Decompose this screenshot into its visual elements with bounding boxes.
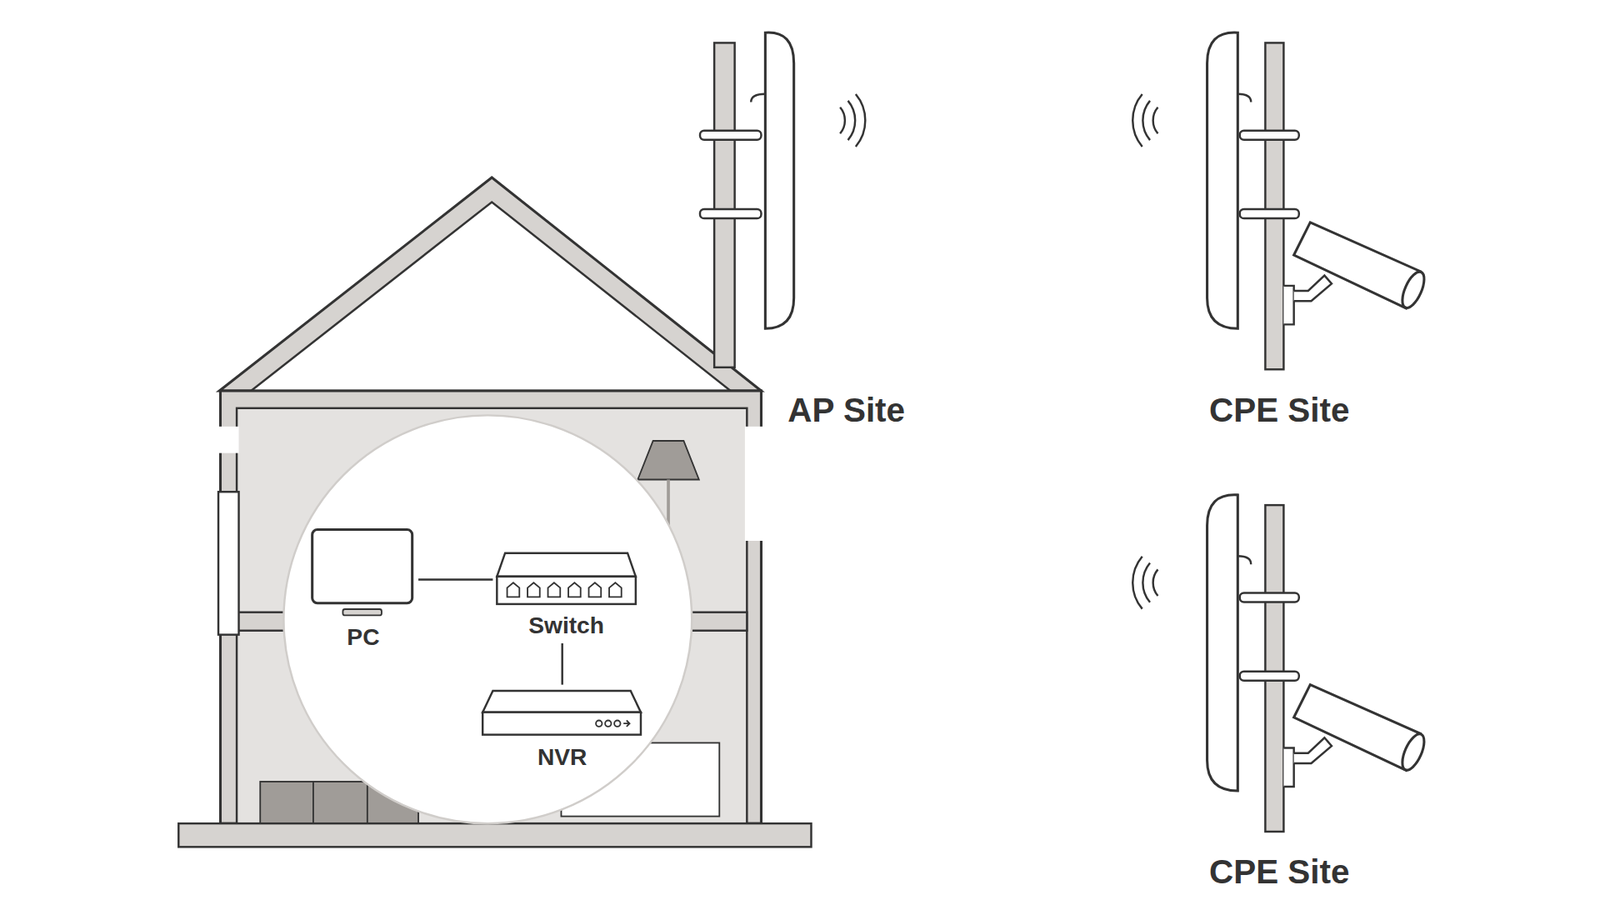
cable-line: [560, 643, 563, 685]
cable-line: [418, 578, 493, 580]
device-label: Switch: [528, 612, 605, 640]
pc-node: PC: [310, 527, 416, 650]
switch-node: Switch: [495, 550, 638, 640]
nvr-node: NVR: [480, 689, 645, 771]
device-label: NVR: [537, 744, 587, 771]
device-label: PC: [346, 623, 380, 650]
site-label: AP Site: [787, 390, 905, 430]
device-icon: [480, 689, 645, 739]
site-label: CPE Site: [1209, 853, 1350, 892]
device-icon: [495, 550, 638, 606]
device-icon: [310, 527, 416, 618]
site-label: CPE Site: [1209, 390, 1350, 430]
